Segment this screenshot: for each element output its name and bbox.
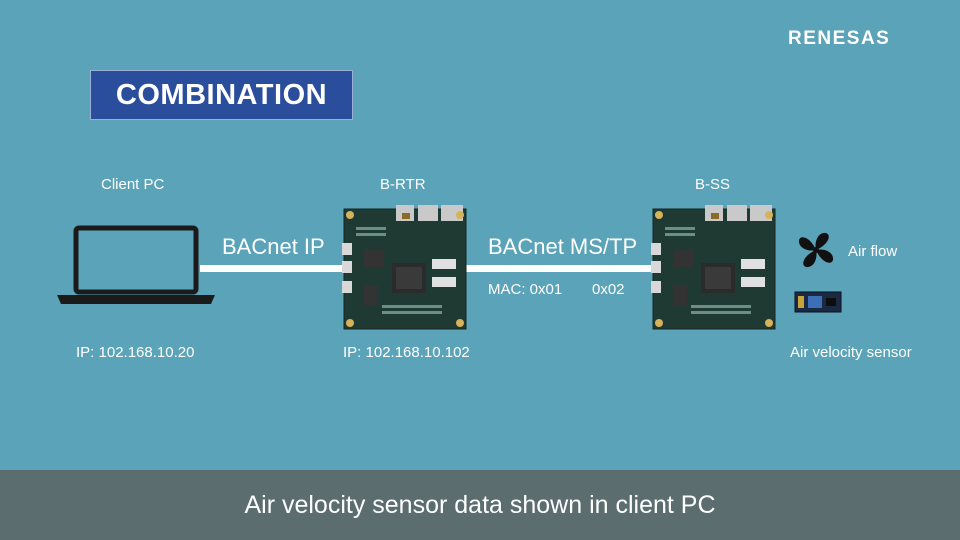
air-flow-label: Air flow — [848, 243, 898, 260]
bacnet-ip-label: BACnet IP — [222, 234, 325, 259]
b-ss-label: B-SS — [695, 176, 731, 193]
sensor-module-icon — [794, 291, 842, 313]
bacnet-ip-link — [200, 265, 343, 272]
mac-address-right: 0x02 — [592, 281, 625, 298]
air-velocity-sensor-label: Air velocity sensor — [790, 344, 912, 361]
fan-icon — [798, 232, 834, 268]
b-rtr-label: B-RTR — [380, 176, 426, 193]
caption-bar: Air velocity sensor data shown in client… — [0, 470, 960, 540]
client-pc-label: Client PC — [101, 176, 165, 193]
page-title: COMBINATION — [115, 78, 328, 111]
title-box: COMBINATION — [90, 70, 353, 120]
caption-text: Air velocity sensor data shown in client… — [244, 490, 716, 519]
mac-address-left: MAC: 0x01 — [488, 281, 563, 298]
client-pc-ip: IP: 102.168.10.20 — [76, 344, 195, 361]
b-ss-board-icon — [651, 205, 776, 330]
bacnet-mstp-link — [466, 265, 656, 272]
laptop-icon — [57, 225, 215, 304]
bacnet-mstp-label: BACnet MS/TP — [488, 234, 638, 259]
renesas-logo: RENESAS — [788, 28, 891, 49]
b-rtr-ip: IP: 102.168.10.102 — [343, 344, 470, 361]
b-rtr-board-icon — [342, 205, 467, 330]
